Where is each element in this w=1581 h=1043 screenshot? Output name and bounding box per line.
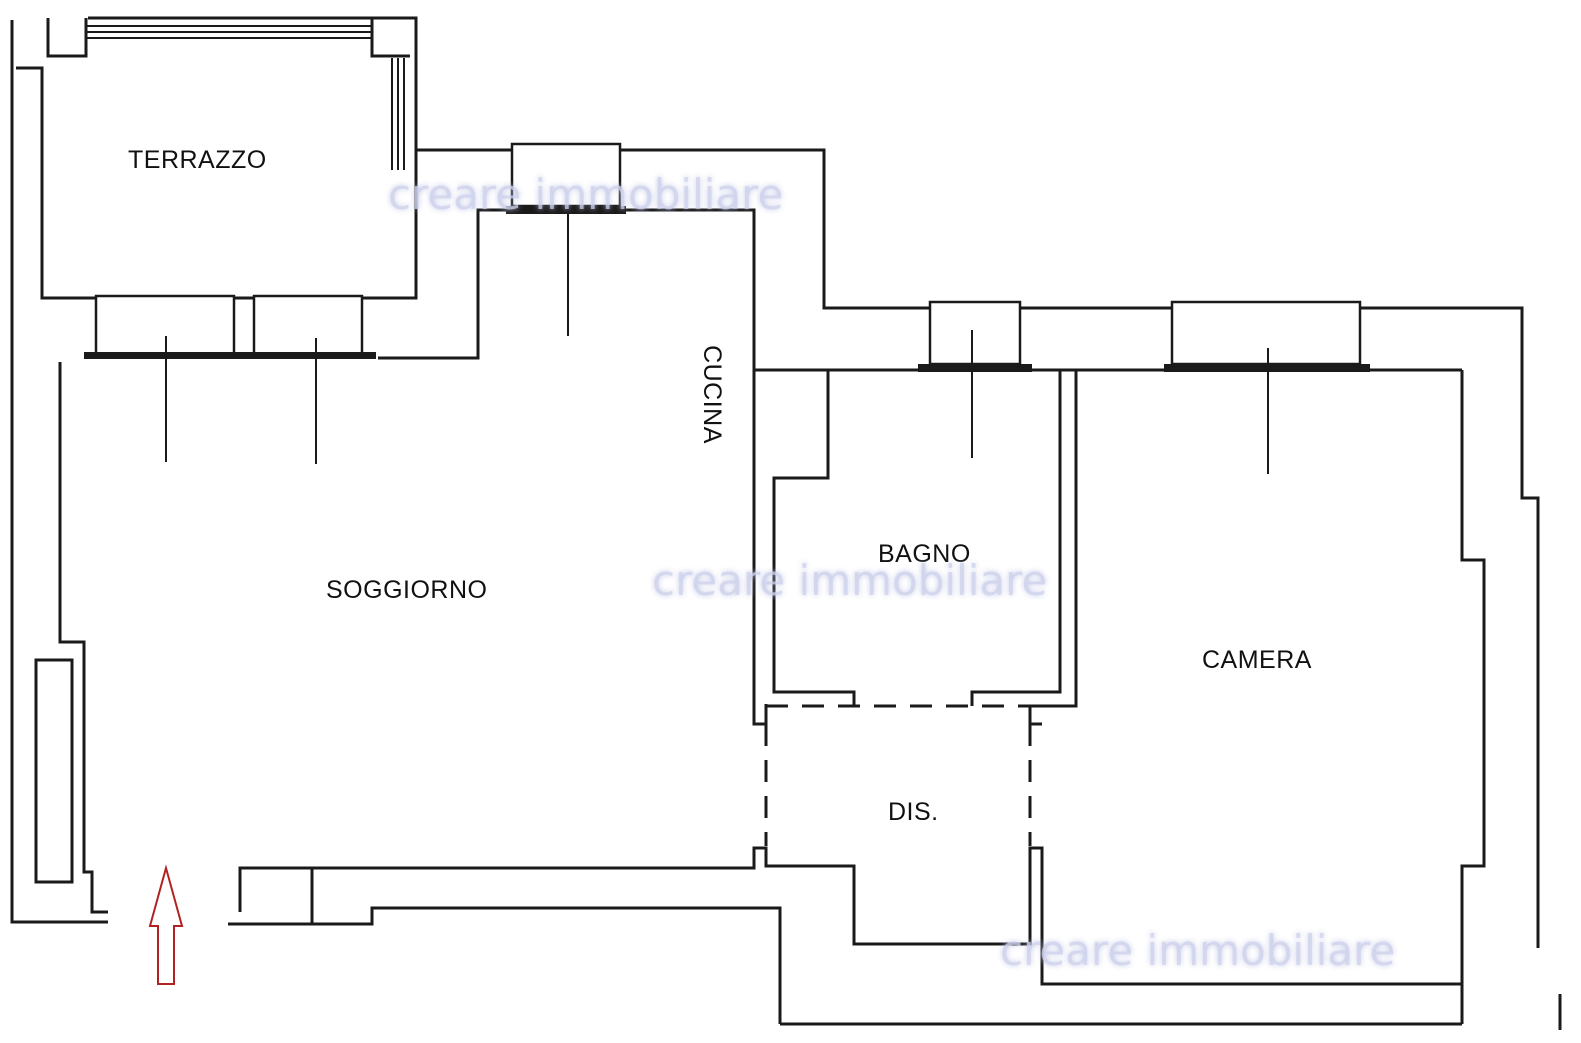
room-label-bagno: BAGNO <box>878 540 971 568</box>
windows <box>84 142 1370 474</box>
window-bagno <box>918 300 1032 458</box>
exterior-walls <box>10 16 1562 1030</box>
window-terrazzo-left <box>84 294 244 462</box>
bagno-walls <box>764 370 1078 846</box>
room-label-terrazzo: TERRAZZO <box>128 146 267 174</box>
watermark-middle: creare immobiliare <box>652 556 1048 605</box>
room-label-camera: CAMERA <box>1202 646 1312 674</box>
room-label-cucina: CUCINA <box>697 345 726 444</box>
window-kitchen <box>506 142 626 336</box>
window-terrazzo-right <box>244 294 376 464</box>
room-label-soggiorno: SOGGIORNO <box>326 576 488 604</box>
window-camera <box>1164 300 1370 474</box>
entrance-arrow-icon <box>148 864 184 985</box>
watermark-top: creare immobiliare <box>388 170 784 219</box>
watermark-bottom: creare immobiliare <box>1000 926 1396 975</box>
room-label-dis: DIS. <box>888 798 939 826</box>
